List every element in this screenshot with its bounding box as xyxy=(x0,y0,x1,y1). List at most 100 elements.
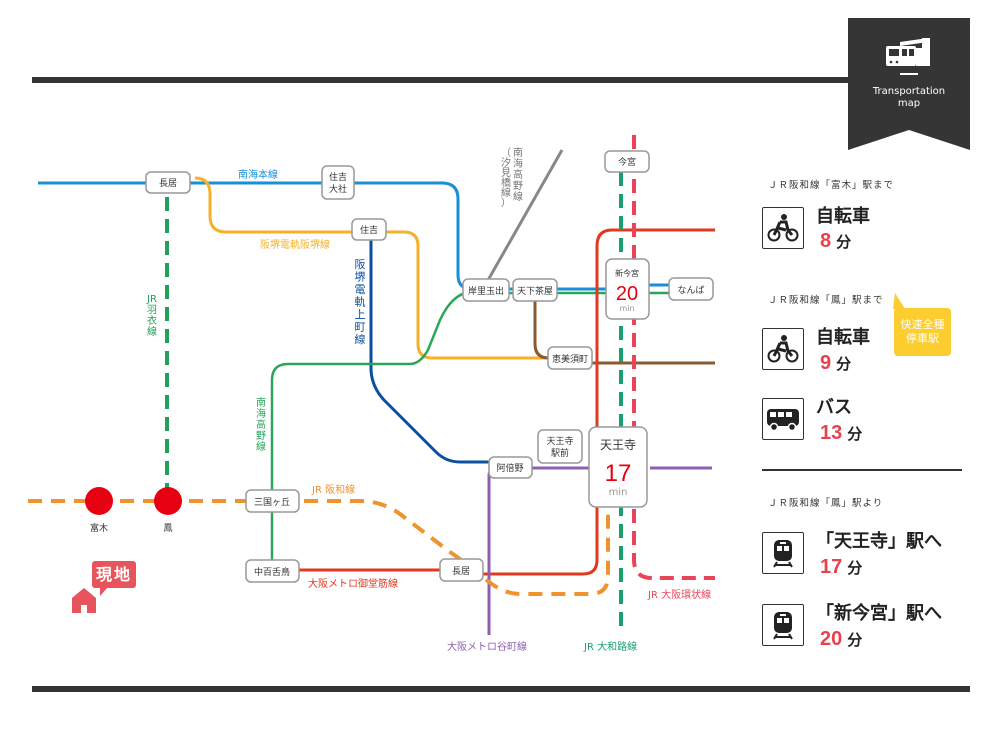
station-label-tomiki: 富木 xyxy=(90,522,108,534)
minutes-unit: min xyxy=(609,487,628,498)
station-namba[interactable]: なんば xyxy=(668,277,714,301)
house-icon xyxy=(72,587,108,613)
minutes-unit: min xyxy=(619,304,634,313)
minutes-value: 9 xyxy=(820,352,832,374)
train-icon xyxy=(762,604,804,646)
minutes-value: 17 xyxy=(820,556,843,578)
callout-tail xyxy=(893,293,905,309)
minutes-value: 20 xyxy=(820,628,843,650)
station-label: 天王寺 xyxy=(546,436,573,447)
vertical-label-char: 衣 xyxy=(147,314,157,327)
vertical-label-char: 電 xyxy=(355,283,366,296)
travel-minutes: 17 xyxy=(605,460,632,487)
label-jr-loop: JR 大阪環状線 xyxy=(647,588,711,601)
line-midosuji xyxy=(480,228,715,576)
line-hankai-uemachi xyxy=(369,230,492,464)
station-label: 三国ヶ丘 xyxy=(254,497,290,508)
vertical-label-char: （ xyxy=(501,147,511,159)
line-hankai xyxy=(194,176,556,360)
station-nagai-bottom[interactable]: 長居 xyxy=(439,558,484,582)
station-tengachaya[interactable]: 天下茶屋 xyxy=(512,278,558,302)
vertical-label-char: 線 xyxy=(513,190,523,203)
line-shiomibashi xyxy=(485,149,564,283)
bicycle-icon xyxy=(762,207,804,249)
station-mikunigaoka[interactable]: 三国ヶ丘 xyxy=(245,489,300,513)
vertical-label-char: 海 xyxy=(256,407,266,420)
station-sumiyoshi[interactable]: 住吉 xyxy=(351,218,387,241)
minutes-unit: 分 xyxy=(847,425,863,443)
station-label: 住吉 xyxy=(329,171,347,183)
station-label: 住吉 xyxy=(360,224,378,236)
minutes-unit: 分 xyxy=(847,559,863,577)
station-sumiyoshi-taisha[interactable]: 住吉 大社 xyxy=(321,165,355,200)
train-icon xyxy=(886,38,930,75)
line-jr-loop xyxy=(632,135,715,580)
minutes-unit: 分 xyxy=(836,233,852,251)
vertical-label-char: 町 xyxy=(355,321,366,334)
vertical-label-char: 上 xyxy=(355,308,366,321)
station-shin-imamiya[interactable]: 新今宮 20 min xyxy=(605,258,650,320)
station-ebisucho[interactable]: 恵美須町 xyxy=(547,346,593,370)
transportation-map-badge xyxy=(848,18,970,150)
header-rule xyxy=(32,77,852,83)
bicycle-icon xyxy=(762,328,804,370)
vertical-label-char: 線 xyxy=(501,186,511,199)
label-jr-yamatoji: JR 大和路線 xyxy=(583,640,637,653)
station-abeno[interactable]: 阿倍野 xyxy=(488,456,533,479)
station-label: 阿倍野 xyxy=(496,462,523,474)
vertical-label-char: JR xyxy=(146,294,157,305)
label-nankai-main: 南海本線 xyxy=(238,168,278,181)
station-tomiki[interactable] xyxy=(85,487,113,515)
station-label: 今宮 xyxy=(618,156,636,168)
vertical-label-char: 海 xyxy=(513,157,523,170)
station-label: 中百舌鳥 xyxy=(254,566,290,578)
line-tanimachi xyxy=(487,466,498,635)
route-note-otori: ＪＲ阪和線「鳳」駅まで xyxy=(768,295,884,306)
footer-rule xyxy=(32,686,970,692)
route-mode-shin-imamiya: 「新今宮」駅へ xyxy=(816,603,942,624)
rapid-stop-callout: 快速全種停車駅 xyxy=(894,308,951,356)
station-otori[interactable] xyxy=(154,487,182,515)
station-label: 天下茶屋 xyxy=(517,285,553,297)
line-nankai-koya xyxy=(270,290,471,575)
station-kishinosato-tamade[interactable]: 岸里玉出 xyxy=(462,278,510,302)
callout-line: 停車駅 xyxy=(906,332,939,345)
station-nakamozu[interactable]: 中百舌鳥 xyxy=(245,559,300,583)
station-nagai-top[interactable]: 長居 xyxy=(145,171,191,194)
station-label: 恵美須町 xyxy=(552,353,588,365)
station-tennoji-ekimae[interactable]: 天王寺 駅前 xyxy=(537,429,583,464)
vertical-label-char: 線 xyxy=(256,440,266,453)
bus-icon xyxy=(762,398,804,440)
vertical-label-char: 線 xyxy=(355,332,366,346)
station-label: 駅前 xyxy=(551,447,569,459)
station-label: 天王寺 xyxy=(600,438,636,452)
station-tennoji[interactable]: 天王寺 17 min xyxy=(588,426,648,508)
current-location-label: 現地 xyxy=(92,561,136,588)
station-label: 新今宮 xyxy=(615,268,639,278)
station-label: 岸里玉出 xyxy=(468,285,504,297)
minutes-unit: 分 xyxy=(836,355,852,373)
vertical-label-char: 線 xyxy=(147,325,157,338)
route-note-from-otori: ＪＲ阪和線「鳳」駅より xyxy=(768,498,884,509)
minutes-value: 8 xyxy=(820,230,832,252)
vertical-label-char: 見 xyxy=(501,167,511,179)
minutes-value: 13 xyxy=(820,422,843,444)
station-label-otori: 鳳 xyxy=(163,523,172,534)
vertical-label-char: 阪 xyxy=(355,257,366,271)
vertical-label-char: 野 xyxy=(256,430,266,442)
line-sakaisuji xyxy=(533,300,550,360)
label-jr-hanwa: JR 阪和線 xyxy=(311,483,355,496)
label-midosuji: 大阪メトロ御堂筋線 xyxy=(308,577,398,590)
vertical-label-char: 南 xyxy=(513,146,523,159)
station-imamiya[interactable]: 今宮 xyxy=(604,150,650,173)
label-hankai: 阪堺電軌阪堺線 xyxy=(260,238,330,251)
